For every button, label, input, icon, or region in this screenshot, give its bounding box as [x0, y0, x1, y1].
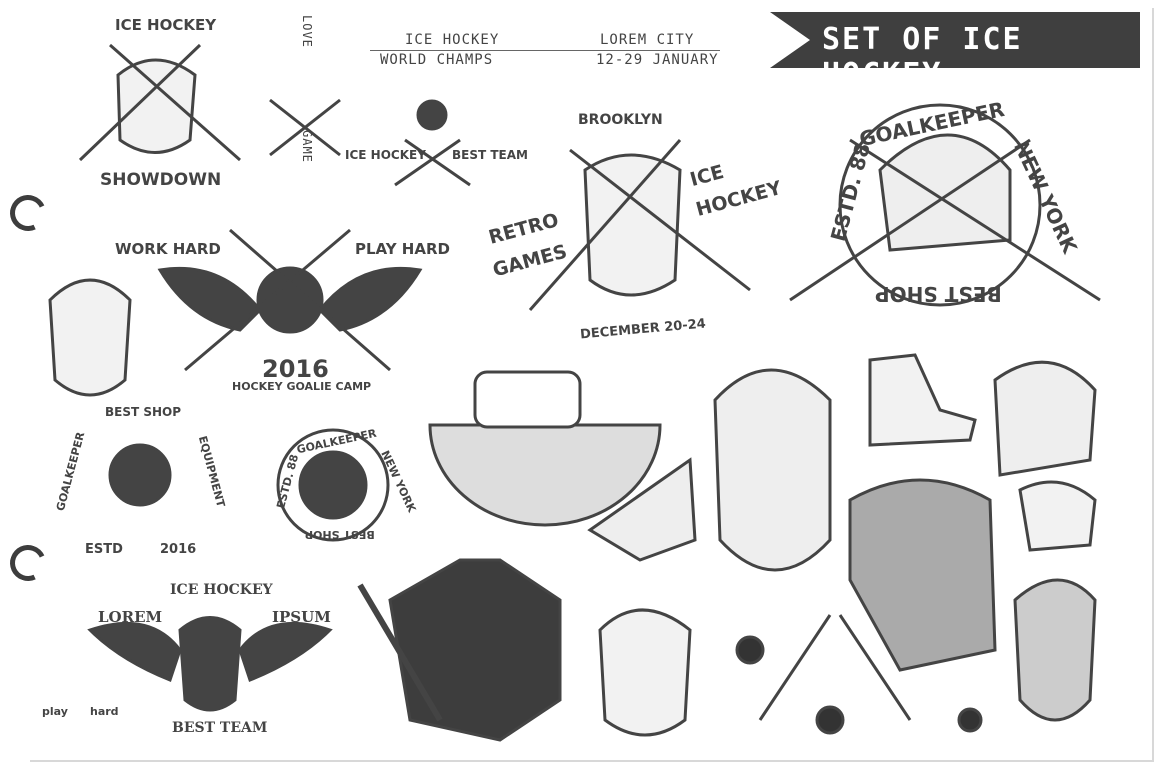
goalie-mask-icon — [598, 608, 692, 737]
hockey-stick-icon — [109, 43, 241, 162]
puck-icon — [815, 705, 845, 735]
play-text: play — [42, 705, 68, 718]
banner-title: SET OF ICE HOCKEY — [822, 22, 1023, 92]
hockey-rink-icon — [428, 423, 662, 527]
best-team-right: BEST TEAM — [452, 148, 528, 162]
goalie-helmet-icon — [108, 443, 172, 507]
showdown-top: ICE HOCKEY — [115, 16, 217, 34]
wing-icon — [157, 266, 263, 332]
retro-top: BROOKLYN — [578, 112, 663, 128]
goalie-helmet-icon — [993, 360, 1097, 477]
puck-icon — [735, 635, 765, 665]
blocker-icon — [587, 457, 697, 562]
divider-line — [370, 50, 720, 51]
goalie-helmet-icon — [1013, 578, 1097, 722]
hockey-net-icon — [473, 370, 582, 429]
lorem-bottom: BEST TEAM — [172, 720, 268, 736]
skate-icon — [868, 353, 977, 447]
camp-year: 2016 — [262, 355, 329, 383]
skate-icon — [298, 450, 368, 520]
goalie-helmet-icon — [878, 133, 1012, 252]
wing-icon — [87, 621, 182, 682]
hockey-stick-icon — [78, 43, 202, 162]
wing-icon — [317, 266, 423, 332]
goalie-helmet-icon — [256, 266, 324, 334]
goalie-mask-icon — [48, 278, 132, 397]
camp-bottom: HOCKEY GOALIE CAMP — [232, 380, 372, 393]
equipment-estd: ESTD — [85, 542, 123, 557]
hockey-stick-icon — [404, 138, 471, 187]
hockey-stick-icon — [229, 228, 391, 372]
hockey-stick-icon — [789, 138, 1031, 302]
goalie-silhouette-icon — [388, 558, 562, 742]
hockey-stick-icon — [838, 614, 912, 721]
camp-left: WORK HARD — [115, 240, 221, 258]
camp-right: PLAY HARD — [355, 240, 450, 258]
world-champs-line4: 12-29 JANUARY — [596, 52, 719, 68]
lorem-right: IPSUM — [272, 608, 331, 626]
showdown-bottom: SHOWDOWN — [100, 170, 222, 190]
equipment-year: 2016 — [160, 542, 197, 557]
world-champs-line1: ICE HOCKEY — [405, 32, 500, 48]
hard-text: hard — [90, 705, 119, 718]
hockey-stick-icon — [569, 148, 751, 292]
best-team-left: ICE HOCKEY — [345, 148, 426, 162]
world-champs-line3: LOREM CITY — [600, 32, 695, 48]
goalie-mask-icon — [583, 153, 682, 297]
title-banner: SET OF ICE HOCKEY — [770, 12, 1140, 68]
hockey-stick-icon — [184, 228, 351, 372]
page-frame — [30, 8, 1154, 762]
gk-small-bottom: BEST SHOP — [305, 528, 375, 541]
game-text: GAME — [300, 130, 314, 163]
goalie-mask-icon — [178, 616, 242, 712]
goalie-helmet-icon — [848, 478, 997, 672]
hockey-stick-icon — [394, 138, 461, 187]
hockey-stick-icon — [269, 98, 341, 157]
lorem-left: LOREM — [98, 608, 163, 626]
gk-large-bottom: BEST SHOP — [875, 282, 1002, 306]
hockey-stick-icon — [528, 139, 682, 311]
puck-icon — [957, 707, 983, 733]
wing-icon — [238, 621, 333, 682]
equipment-top: BEST SHOP — [105, 405, 182, 419]
hockey-stick-icon — [758, 614, 832, 721]
love-text: LOVE — [300, 15, 314, 48]
goalie-mask-icon — [116, 58, 197, 154]
goalie-helmet-icon — [713, 368, 832, 572]
world-champs-line2: WORLD CHAMPS — [380, 52, 494, 68]
goalie-helmet-icon — [416, 99, 448, 131]
glove-icon — [1018, 480, 1097, 552]
lorem-top: ICE HOCKEY — [170, 582, 273, 598]
hockey-stick-icon — [849, 138, 1101, 302]
